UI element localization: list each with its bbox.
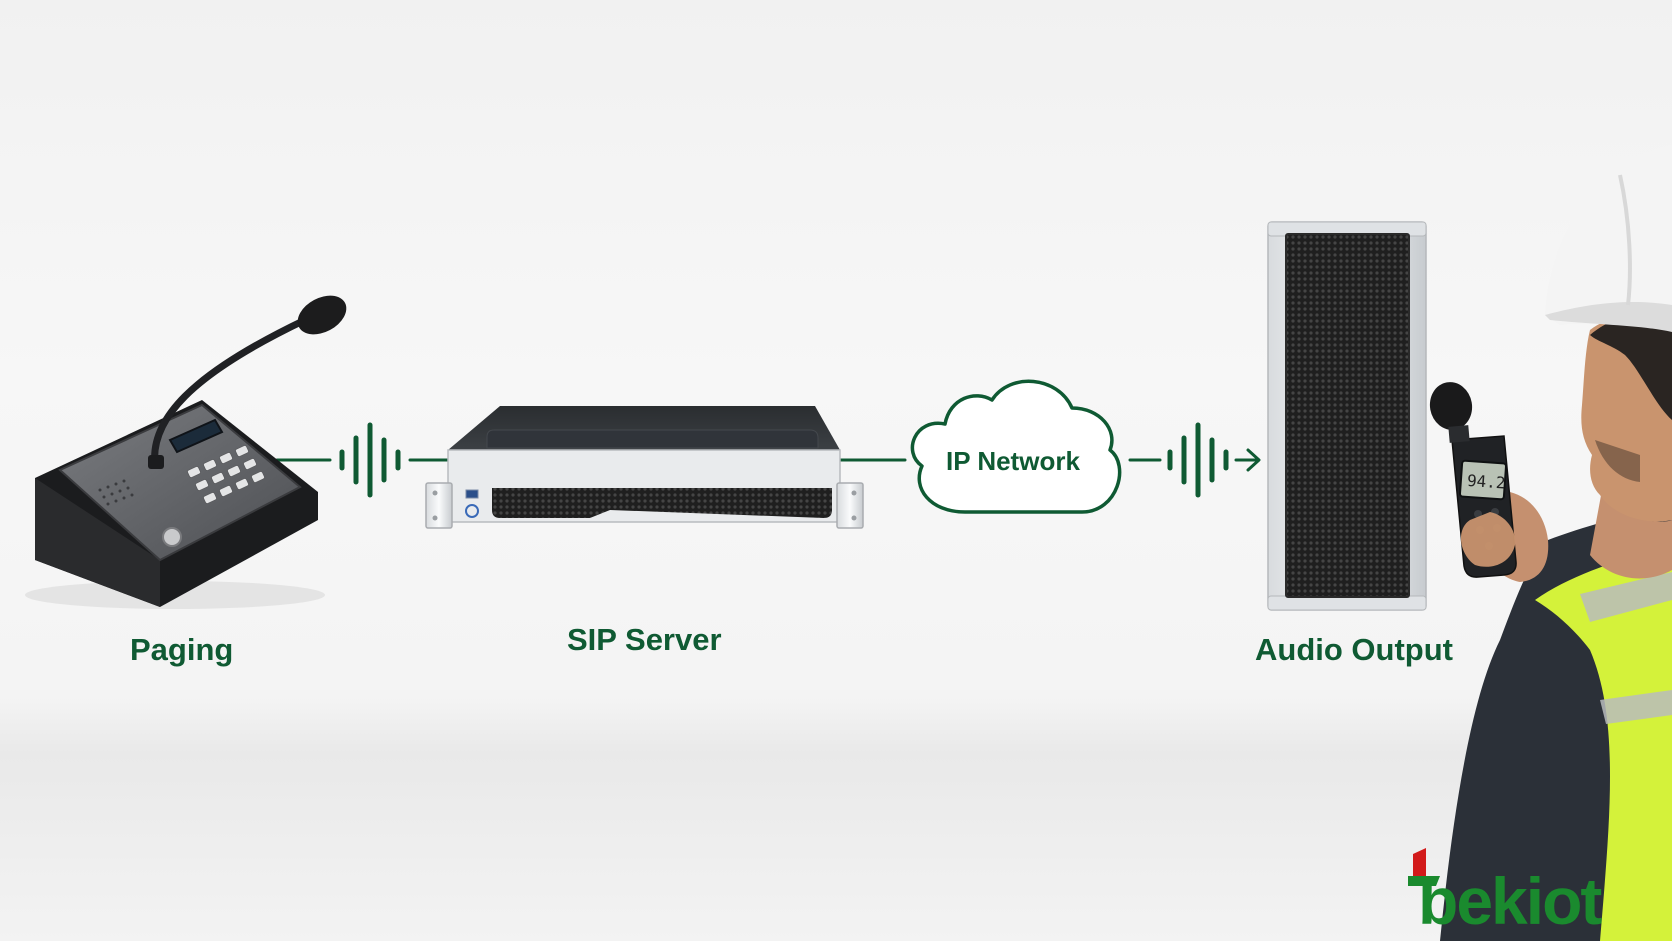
arrow-right-icon xyxy=(1234,448,1261,472)
meter-display-reading: 94.2 xyxy=(1466,470,1507,493)
cloud-icon xyxy=(910,379,1122,514)
sip-server-label: SIP Server xyxy=(567,622,722,657)
bekiot-logo: bekiot xyxy=(1408,848,1604,933)
paging-console-icon xyxy=(25,295,347,609)
technician-icon xyxy=(1440,145,1672,941)
rack-server-icon xyxy=(425,406,864,529)
column-speaker-icon xyxy=(1267,221,1427,611)
audio-output-label: Audio Output xyxy=(1255,632,1453,667)
svg-text:bekiot: bekiot xyxy=(1418,864,1602,933)
paging-label: Paging xyxy=(130,632,234,667)
sound-wave-icon xyxy=(339,422,401,498)
ip-network-label: IP Network xyxy=(946,446,1080,476)
sound-level-meter-icon xyxy=(1429,382,1517,578)
sound-wave-icon xyxy=(1167,422,1229,498)
